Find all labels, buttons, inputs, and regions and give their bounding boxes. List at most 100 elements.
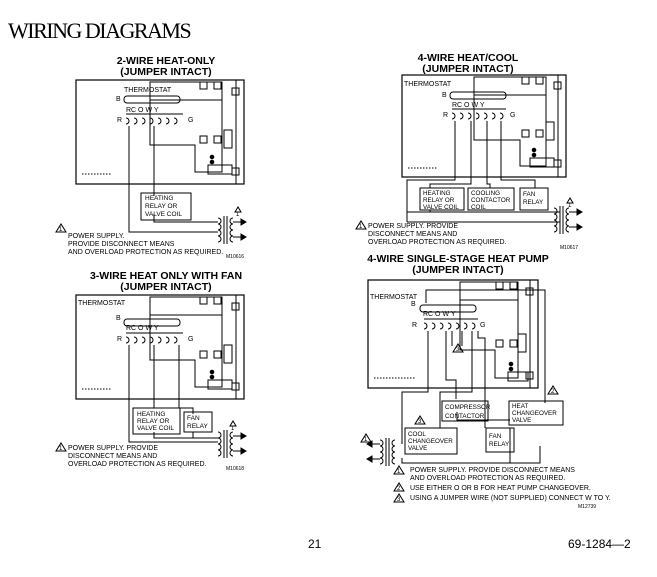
svg-text:R: R <box>443 112 448 119</box>
diagram4-markers: 1 3 3 2 <box>360 343 559 443</box>
diagram2-fan-relay: FAN RELAY <box>519 187 549 211</box>
svg-text:R: R <box>412 322 417 329</box>
page-title: WIRING DIAGRAMS <box>8 18 192 43</box>
svg-text:FAN: FAN <box>523 191 536 198</box>
diagram1-title-line2: (JUMPER INTACT) <box>120 66 212 78</box>
diagram3-code: M10618 <box>226 466 244 472</box>
svg-text:B: B <box>116 315 121 322</box>
diagram4-transformer <box>366 438 396 466</box>
svg-text:RELAY OR: RELAY OR <box>423 197 455 204</box>
svg-text:CONTACTOR: CONTACTOR <box>445 413 485 420</box>
svg-text:1: 1 <box>568 203 572 209</box>
svg-text:VALVE COIL: VALVE COIL <box>145 211 182 218</box>
diagram1-thermostat: THERMOSTAT B R G RC O W Y <box>75 79 245 185</box>
svg-text:CHANGEOVER: CHANGEOVER <box>512 410 557 417</box>
svg-text:POWER SUPPLY. PROVIDE DISCONN: POWER SUPPLY. PROVIDE DISCONNECT MEANS <box>410 467 575 474</box>
svg-text:DISCONNECT MEANS AND: DISCONNECT MEANS AND <box>68 453 157 460</box>
svg-text:PROVIDE DISCONNECT MEANS: PROVIDE DISCONNECT MEANS <box>68 241 175 248</box>
diagram3: THERMOSTAT B R G RC O W Y HEATING RELAY … <box>55 294 247 472</box>
diagram3-transformer: 1 <box>217 420 247 458</box>
diagram4-code: M12739 <box>578 504 596 510</box>
svg-text:VALVE: VALVE <box>408 445 427 452</box>
svg-text:RELAY: RELAY <box>489 441 510 448</box>
diagram3-title-line2: (JUMPER INTACT) <box>120 281 212 293</box>
svg-text:POWER SUPPLY.: POWER SUPPLY. <box>68 233 125 240</box>
svg-text:COOL: COOL <box>408 431 426 438</box>
svg-text:FAN: FAN <box>489 433 502 440</box>
diagram4-title: 4-WIRE SINGLE-STAGE HEAT PUMP (JUMPER IN… <box>348 254 568 276</box>
diagram1-thermostat-label: THERMOSTAT <box>124 87 172 94</box>
svg-text:HEATING: HEATING <box>137 411 165 418</box>
diagram1-terminal-row: RC O W Y <box>126 107 159 114</box>
diagram3-thermostat: THERMOSTAT B R G RC O W Y <box>75 294 245 400</box>
svg-text:3: 3 <box>397 497 401 503</box>
document-number: 69-1284—2 <box>568 537 631 551</box>
svg-text:G: G <box>510 112 515 119</box>
diagram3-note: 1 POWER SUPPLY. PROVIDE DISCONNECT MEANS… <box>55 442 244 472</box>
svg-text:VALVE COIL: VALVE COIL <box>137 425 174 432</box>
svg-text:CHANGEOVER: CHANGEOVER <box>408 438 453 445</box>
svg-text:HEATING: HEATING <box>423 190 451 197</box>
svg-text:G: G <box>480 322 485 329</box>
diagram3-title-line1: 3-WIRE HEAT ONLY WITH FAN <box>89 270 243 282</box>
svg-text:POWER SUPPLY. PROVIDE: POWER SUPPLY. PROVIDE <box>68 445 158 452</box>
svg-text:3: 3 <box>456 347 460 353</box>
svg-text:RELAY OR: RELAY OR <box>137 418 170 425</box>
diagram1-title-line1: 2-WIRE HEAT-ONLY <box>116 55 216 67</box>
diagram4-title-line1: 4-WIRE SINGLE-STAGE HEAT PUMP <box>367 253 549 265</box>
svg-text:POWER SUPPLY. PROVIDE: POWER SUPPLY. PROVIDE <box>368 223 458 230</box>
svg-text:RELAY: RELAY <box>187 423 208 430</box>
diagram4: THERMOSTAT B R G RC O W Y COMPRESSOR CON… <box>360 279 611 510</box>
diagram4-cool-changeover-valve: COOL CHANGEOVER VALVE <box>404 427 458 455</box>
svg-text:1: 1 <box>236 212 240 218</box>
diagram2-transformer: 1 <box>553 197 583 234</box>
svg-text:B: B <box>442 92 447 99</box>
svg-text:COMPRESSOR: COMPRESSOR <box>445 404 491 411</box>
diagram2-code: M10617 <box>560 245 578 251</box>
diagram4-fan-relay: FAN RELAY <box>485 427 515 453</box>
diagram1-heating-relay: HEATING RELAY OR VALVE COIL <box>140 192 192 221</box>
diagram1-title: 2-WIRE HEAT-ONLY (JUMPER INTACT) <box>96 56 236 78</box>
svg-text:RC O W Y: RC O W Y <box>126 325 159 332</box>
diagram4-compressor-contactor: COMPRESSOR CONTACTOR <box>441 400 491 422</box>
diagram3-fan-relay: FAN RELAY <box>183 411 213 433</box>
svg-text:HEAT: HEAT <box>512 403 528 410</box>
diagram1-terminal-b: B <box>116 96 121 103</box>
diagram4-thermostat: THERMOSTAT B R G RC O W Y <box>367 279 539 389</box>
svg-text:VALVE COIL: VALVE COIL <box>423 204 459 211</box>
diagram2-thermostat: THERMOSTAT B R G RC O W Y <box>401 74 567 178</box>
svg-text:1: 1 <box>359 224 363 230</box>
svg-text:R: R <box>117 336 122 343</box>
diagram2: THERMOSTAT B R G RC O W Y HEATING RELAY … <box>355 74 583 251</box>
svg-text:1: 1 <box>364 437 368 443</box>
svg-text:USING A JUMPER WIRE (NOT SUPPL: USING A JUMPER WIRE (NOT SUPPLIED) CONNE… <box>410 495 611 502</box>
diagram3-heating-relay: HEATING RELAY OR VALVE COIL <box>132 407 181 435</box>
svg-text:2: 2 <box>551 389 555 395</box>
svg-text:COOLING: COOLING <box>471 190 500 197</box>
svg-text:AND OVERLOAD PROTECTION AS REQ: AND OVERLOAD PROTECTION AS REQUIRED. <box>410 475 565 482</box>
diagram2-title-line2: (JUMPER INTACT) <box>422 63 514 75</box>
page-number: 21 <box>308 537 322 551</box>
svg-text:AND OVERLOAD PROTECTION AS REQ: AND OVERLOAD PROTECTION AS REQUIRED. <box>68 249 223 256</box>
svg-text:B: B <box>411 301 416 308</box>
svg-text:3: 3 <box>418 419 422 425</box>
svg-text:USE EITHER O OR B FOR HEAT PUM: USE EITHER O OR B FOR HEAT PUMP CHANGEOV… <box>410 485 591 492</box>
svg-text:VALVE: VALVE <box>512 417 531 424</box>
svg-text:HEATING: HEATING <box>145 195 173 202</box>
diagram1-code: M10616 <box>226 254 244 260</box>
diagram2-title-line1: 4-WIRE HEAT/COOL <box>417 52 519 64</box>
diagram2-title: 4-WIRE HEAT/COOL (JUMPER INTACT) <box>398 53 538 75</box>
svg-text:OVERLOAD PROTECTION AS REQUIRE: OVERLOAD PROTECTION AS REQUIRED. <box>68 461 207 468</box>
diagram2-thermostat-label: THERMOSTAT <box>404 81 452 88</box>
diagram1-terminal-g: G <box>188 117 193 124</box>
svg-text:1: 1 <box>59 446 63 452</box>
diagram2-heating-relay: HEATING RELAY OR VALVE COIL <box>419 187 465 211</box>
svg-text:1: 1 <box>231 426 235 432</box>
diagram2-cooling-contactor: COOLING CONTACTOR COIL <box>467 187 515 211</box>
svg-text:CONTACTOR: CONTACTOR <box>471 197 511 204</box>
svg-text:1: 1 <box>397 469 401 475</box>
svg-text:RC O W Y: RC O W Y <box>452 102 485 109</box>
diagram2-note: 1 POWER SUPPLY. PROVIDE DISCONNECT MEANS… <box>355 220 578 251</box>
svg-text:1: 1 <box>59 227 63 233</box>
